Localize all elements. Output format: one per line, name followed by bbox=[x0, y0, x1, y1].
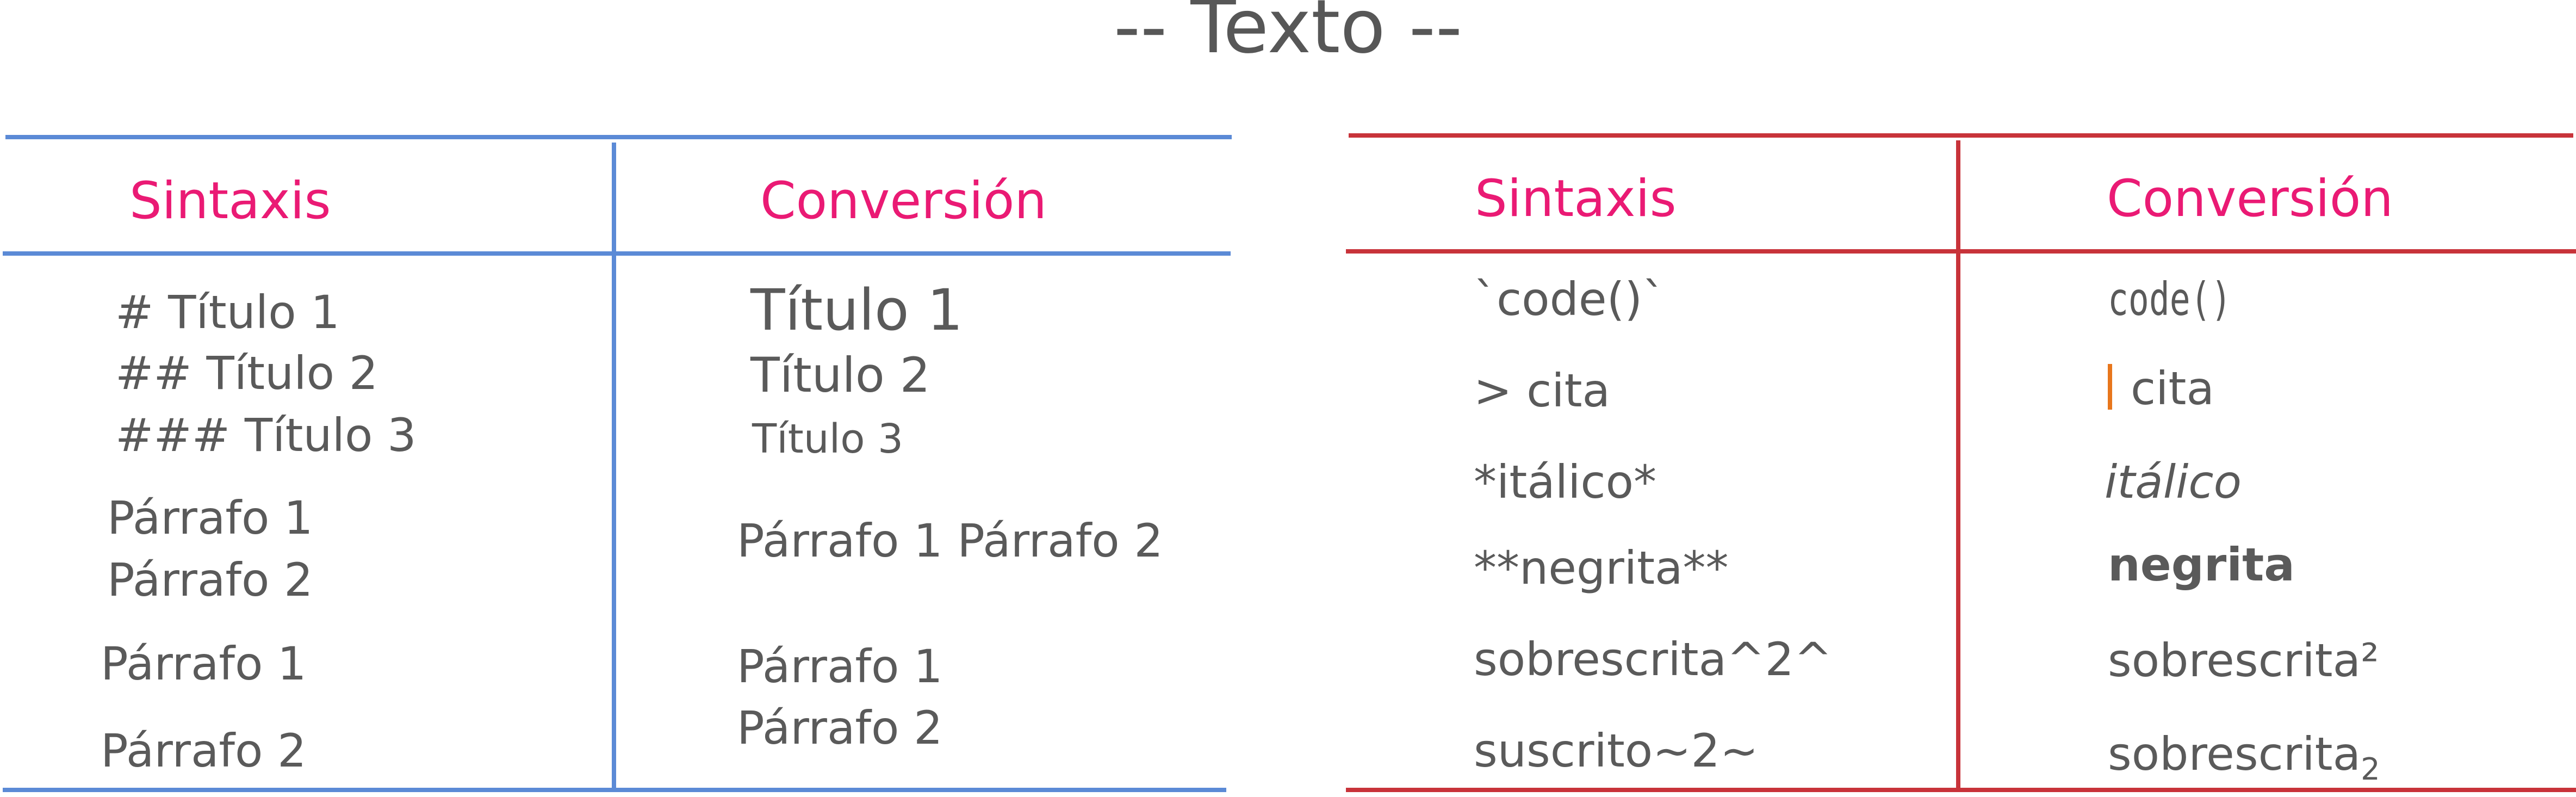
rendered-heading-2: Título 2 bbox=[750, 347, 930, 403]
syntax-paragraph-a-2: Párrafo 2 bbox=[107, 553, 313, 607]
rendered-paragraph-joined: Párrafo 1 Párrafo 2 bbox=[737, 514, 1163, 567]
rendered-italic: itálico bbox=[2105, 455, 2242, 509]
quote-bar-icon bbox=[2108, 364, 2112, 410]
left-header-conversion: Conversión bbox=[760, 171, 1047, 231]
rendered-paragraph-b-2: Párrafo 2 bbox=[737, 701, 943, 755]
syntax-paragraph-b-2: Párrafo 2 bbox=[101, 724, 307, 777]
right-table-bottom-rule bbox=[1346, 788, 2576, 792]
rendered-quote: cita bbox=[2108, 361, 2214, 416]
syntax-quote: > cita bbox=[1474, 364, 1611, 417]
syntax-paragraph-a-1: Párrafo 1 bbox=[107, 491, 313, 545]
right-header-conversion: Conversión bbox=[2107, 169, 2394, 228]
rendered-heading-3: Título 3 bbox=[752, 416, 904, 462]
syntax-heading-1: # Título 1 bbox=[115, 286, 340, 339]
right-table-top-rule bbox=[1349, 133, 2573, 138]
syntax-heading-2: ## Título 2 bbox=[115, 347, 378, 400]
left-header-syntax: Sintaxis bbox=[129, 171, 331, 231]
page-title: -- Texto -- bbox=[1113, 0, 1463, 70]
rendered-subscript: sobrescrita2 bbox=[2108, 727, 2380, 797]
syntax-heading-3: ### Título 3 bbox=[115, 409, 417, 462]
syntax-bold: **negrita** bbox=[1474, 541, 1729, 595]
syntax-paragraph-b-1: Párrafo 1 bbox=[101, 637, 307, 690]
rendered-bold: negrita bbox=[2108, 538, 2295, 591]
rendered-subscript-index: 2 bbox=[2361, 751, 2380, 787]
left-table-header-rule bbox=[3, 251, 1231, 256]
rendered-code: code() bbox=[2108, 273, 2232, 326]
rendered-paragraph-b-1: Párrafo 1 bbox=[737, 640, 943, 693]
syntax-superscript: sobrescrita^2^ bbox=[1474, 633, 1833, 686]
left-table-top-rule bbox=[5, 135, 1232, 139]
right-table-column-divider bbox=[1956, 140, 1960, 790]
rendered-heading-1: Título 1 bbox=[750, 277, 963, 343]
right-header-syntax: Sintaxis bbox=[1475, 169, 1677, 228]
left-table-bottom-rule bbox=[3, 788, 1226, 792]
syntax-italic: *itálico* bbox=[1474, 455, 1656, 509]
rendered-subscript-base: sobrescrita bbox=[2108, 727, 2361, 781]
right-table-header-rule bbox=[1346, 249, 2576, 254]
syntax-subscript: suscrito~2~ bbox=[1474, 724, 1759, 777]
rendered-superscript: sobrescrita² bbox=[2108, 634, 2379, 687]
left-table-column-divider bbox=[612, 143, 616, 790]
rendered-quote-text: cita bbox=[2131, 362, 2214, 415]
syntax-code: `code()` bbox=[1474, 273, 1666, 326]
